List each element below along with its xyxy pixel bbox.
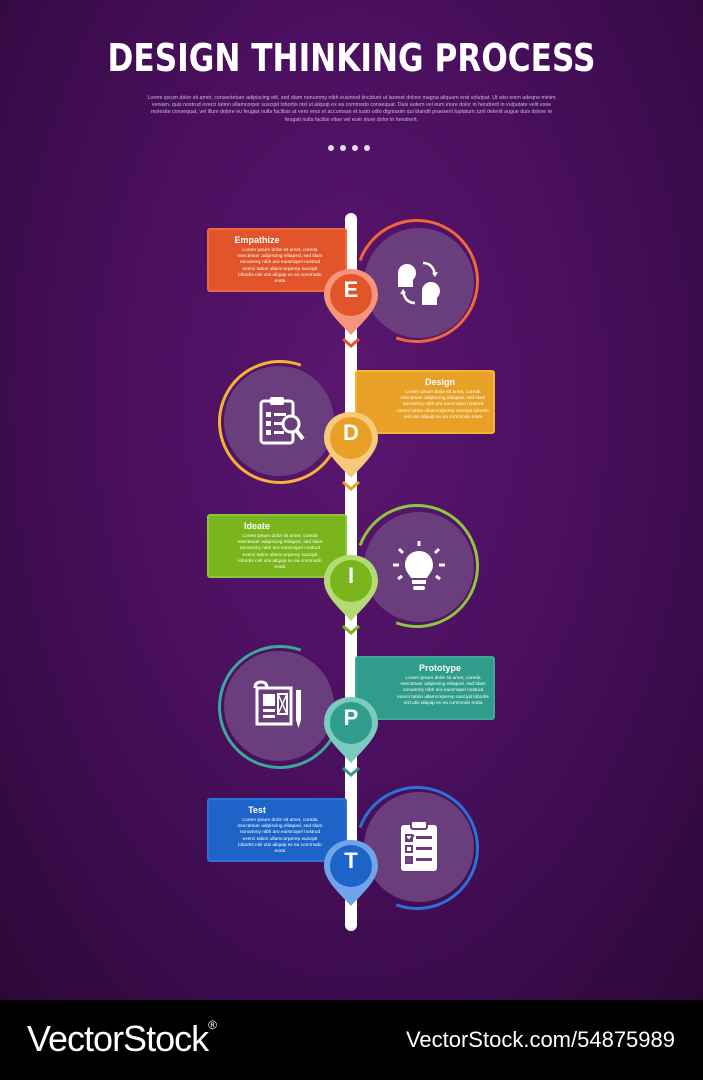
chevron-down-icon bbox=[342, 766, 360, 777]
chevron-down-icon bbox=[342, 480, 360, 491]
clipboard-search-icon bbox=[259, 397, 305, 445]
step-letter: T bbox=[344, 848, 358, 873]
pin-marker bbox=[324, 269, 378, 335]
step-body: Lorem ipsum dolor sit amet, coreda nsect… bbox=[237, 248, 323, 285]
step-body: Lorem ipsum dolor sit amet, coreda nsect… bbox=[237, 818, 323, 855]
step-card-design: Design Lorem ipsum dolor sit amet, cored… bbox=[355, 370, 495, 434]
step-icon-circle-prototype bbox=[224, 651, 334, 761]
step-title: Design bbox=[424, 377, 455, 387]
step-card-ideate: Ideate Lorem ipsum dolor sit amet, cored… bbox=[207, 514, 347, 578]
step-pin-empathize: E bbox=[322, 267, 380, 337]
step-card-prototype: Prototype Lorem ipsum dolor sit amet, co… bbox=[355, 656, 495, 720]
chevron-down-icon bbox=[342, 624, 360, 635]
lightbulb-icon bbox=[393, 541, 445, 590]
pager-dots bbox=[328, 145, 370, 151]
dot bbox=[340, 145, 346, 151]
step-icon-circle-empathize bbox=[364, 228, 474, 338]
pin-marker bbox=[324, 412, 378, 478]
step-icon-circle-design bbox=[224, 366, 334, 476]
pin-marker bbox=[324, 697, 378, 763]
blueprint-icon bbox=[253, 680, 301, 728]
dot bbox=[364, 145, 370, 151]
step-pin-ideate: I bbox=[322, 553, 380, 623]
step-card-test: Test Lorem ipsum dolor sit amet, coreda … bbox=[207, 798, 347, 862]
step-body: Lorem ipsum dolor sit amet, coreda nsect… bbox=[237, 534, 323, 571]
infographic-canvas: DESIGN THINKING PROCESS Lorem ipsum dolo… bbox=[0, 0, 703, 1000]
pin-marker bbox=[324, 840, 378, 906]
intro-paragraph: Lorem ipsum dolor sit amet, consectetuer… bbox=[147, 95, 556, 123]
brand-logo: VectorStock® bbox=[27, 1018, 217, 1059]
dot bbox=[328, 145, 334, 151]
step-title: Ideate bbox=[243, 521, 270, 531]
pin-marker bbox=[324, 555, 378, 621]
image-reference: VectorStock.com/54875989 bbox=[405, 1027, 675, 1052]
step-body: Lorem ipsum dolor sit amet, coreda nsect… bbox=[397, 390, 489, 420]
step-letter: D bbox=[343, 420, 359, 445]
step-pin-design: D bbox=[322, 410, 380, 480]
step-letter: E bbox=[343, 277, 359, 302]
step-title: Empathize bbox=[234, 235, 280, 245]
step-title: Test bbox=[248, 805, 266, 815]
step-icon-circle-ideate bbox=[364, 512, 474, 622]
dot bbox=[352, 145, 358, 151]
step-pin-prototype: P bbox=[322, 695, 380, 765]
checklist-icon bbox=[401, 820, 437, 871]
step-title: Prototype bbox=[418, 663, 461, 673]
step-card-empathize: Empathize Lorem ipsum dolor sit amet, co… bbox=[207, 228, 347, 292]
step-icon-circle-test bbox=[364, 792, 474, 902]
step-letter: I bbox=[347, 563, 355, 588]
heads-exchange-icon bbox=[398, 261, 440, 305]
watermark-bar: VectorStock® VectorStock.com/54875989 bbox=[0, 1000, 703, 1080]
step-pin-test: T bbox=[322, 838, 380, 908]
step-body: Lorem ipsum dolor sit amet, coreda nsect… bbox=[397, 676, 489, 706]
page-title: DESIGN THINKING PROCESS bbox=[107, 36, 596, 80]
step-letter: P bbox=[343, 705, 359, 730]
chevron-down-icon bbox=[342, 337, 360, 348]
